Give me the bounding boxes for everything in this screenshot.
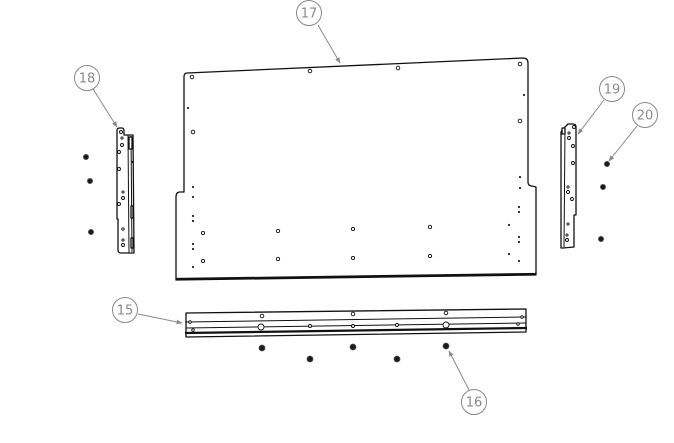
- callout-18: 18: [74, 65, 118, 128]
- callout-17-label: 17: [301, 7, 318, 22]
- bottom-rail: [184, 308, 528, 338]
- callout-20-label: 20: [637, 109, 654, 124]
- callout-18-label: 18: [79, 72, 96, 87]
- left-bracket-screws: [83, 153, 95, 235]
- rail-screws: [258, 342, 450, 363]
- right-bracket: [560, 123, 577, 249]
- right-bracket-screws: [598, 160, 611, 242]
- callout-17: 17: [296, 0, 341, 64]
- callout-20: 20: [608, 102, 658, 162]
- back-panel: [175, 57, 537, 281]
- callout-15: 15: [112, 297, 183, 325]
- callout-19-label: 19: [604, 83, 621, 98]
- callout-15-label: 15: [117, 304, 134, 319]
- callout-16-label: 16: [466, 396, 483, 411]
- callout-19: 19: [577, 76, 625, 135]
- callout-16: 16: [448, 350, 487, 415]
- left-bracket: [116, 127, 135, 254]
